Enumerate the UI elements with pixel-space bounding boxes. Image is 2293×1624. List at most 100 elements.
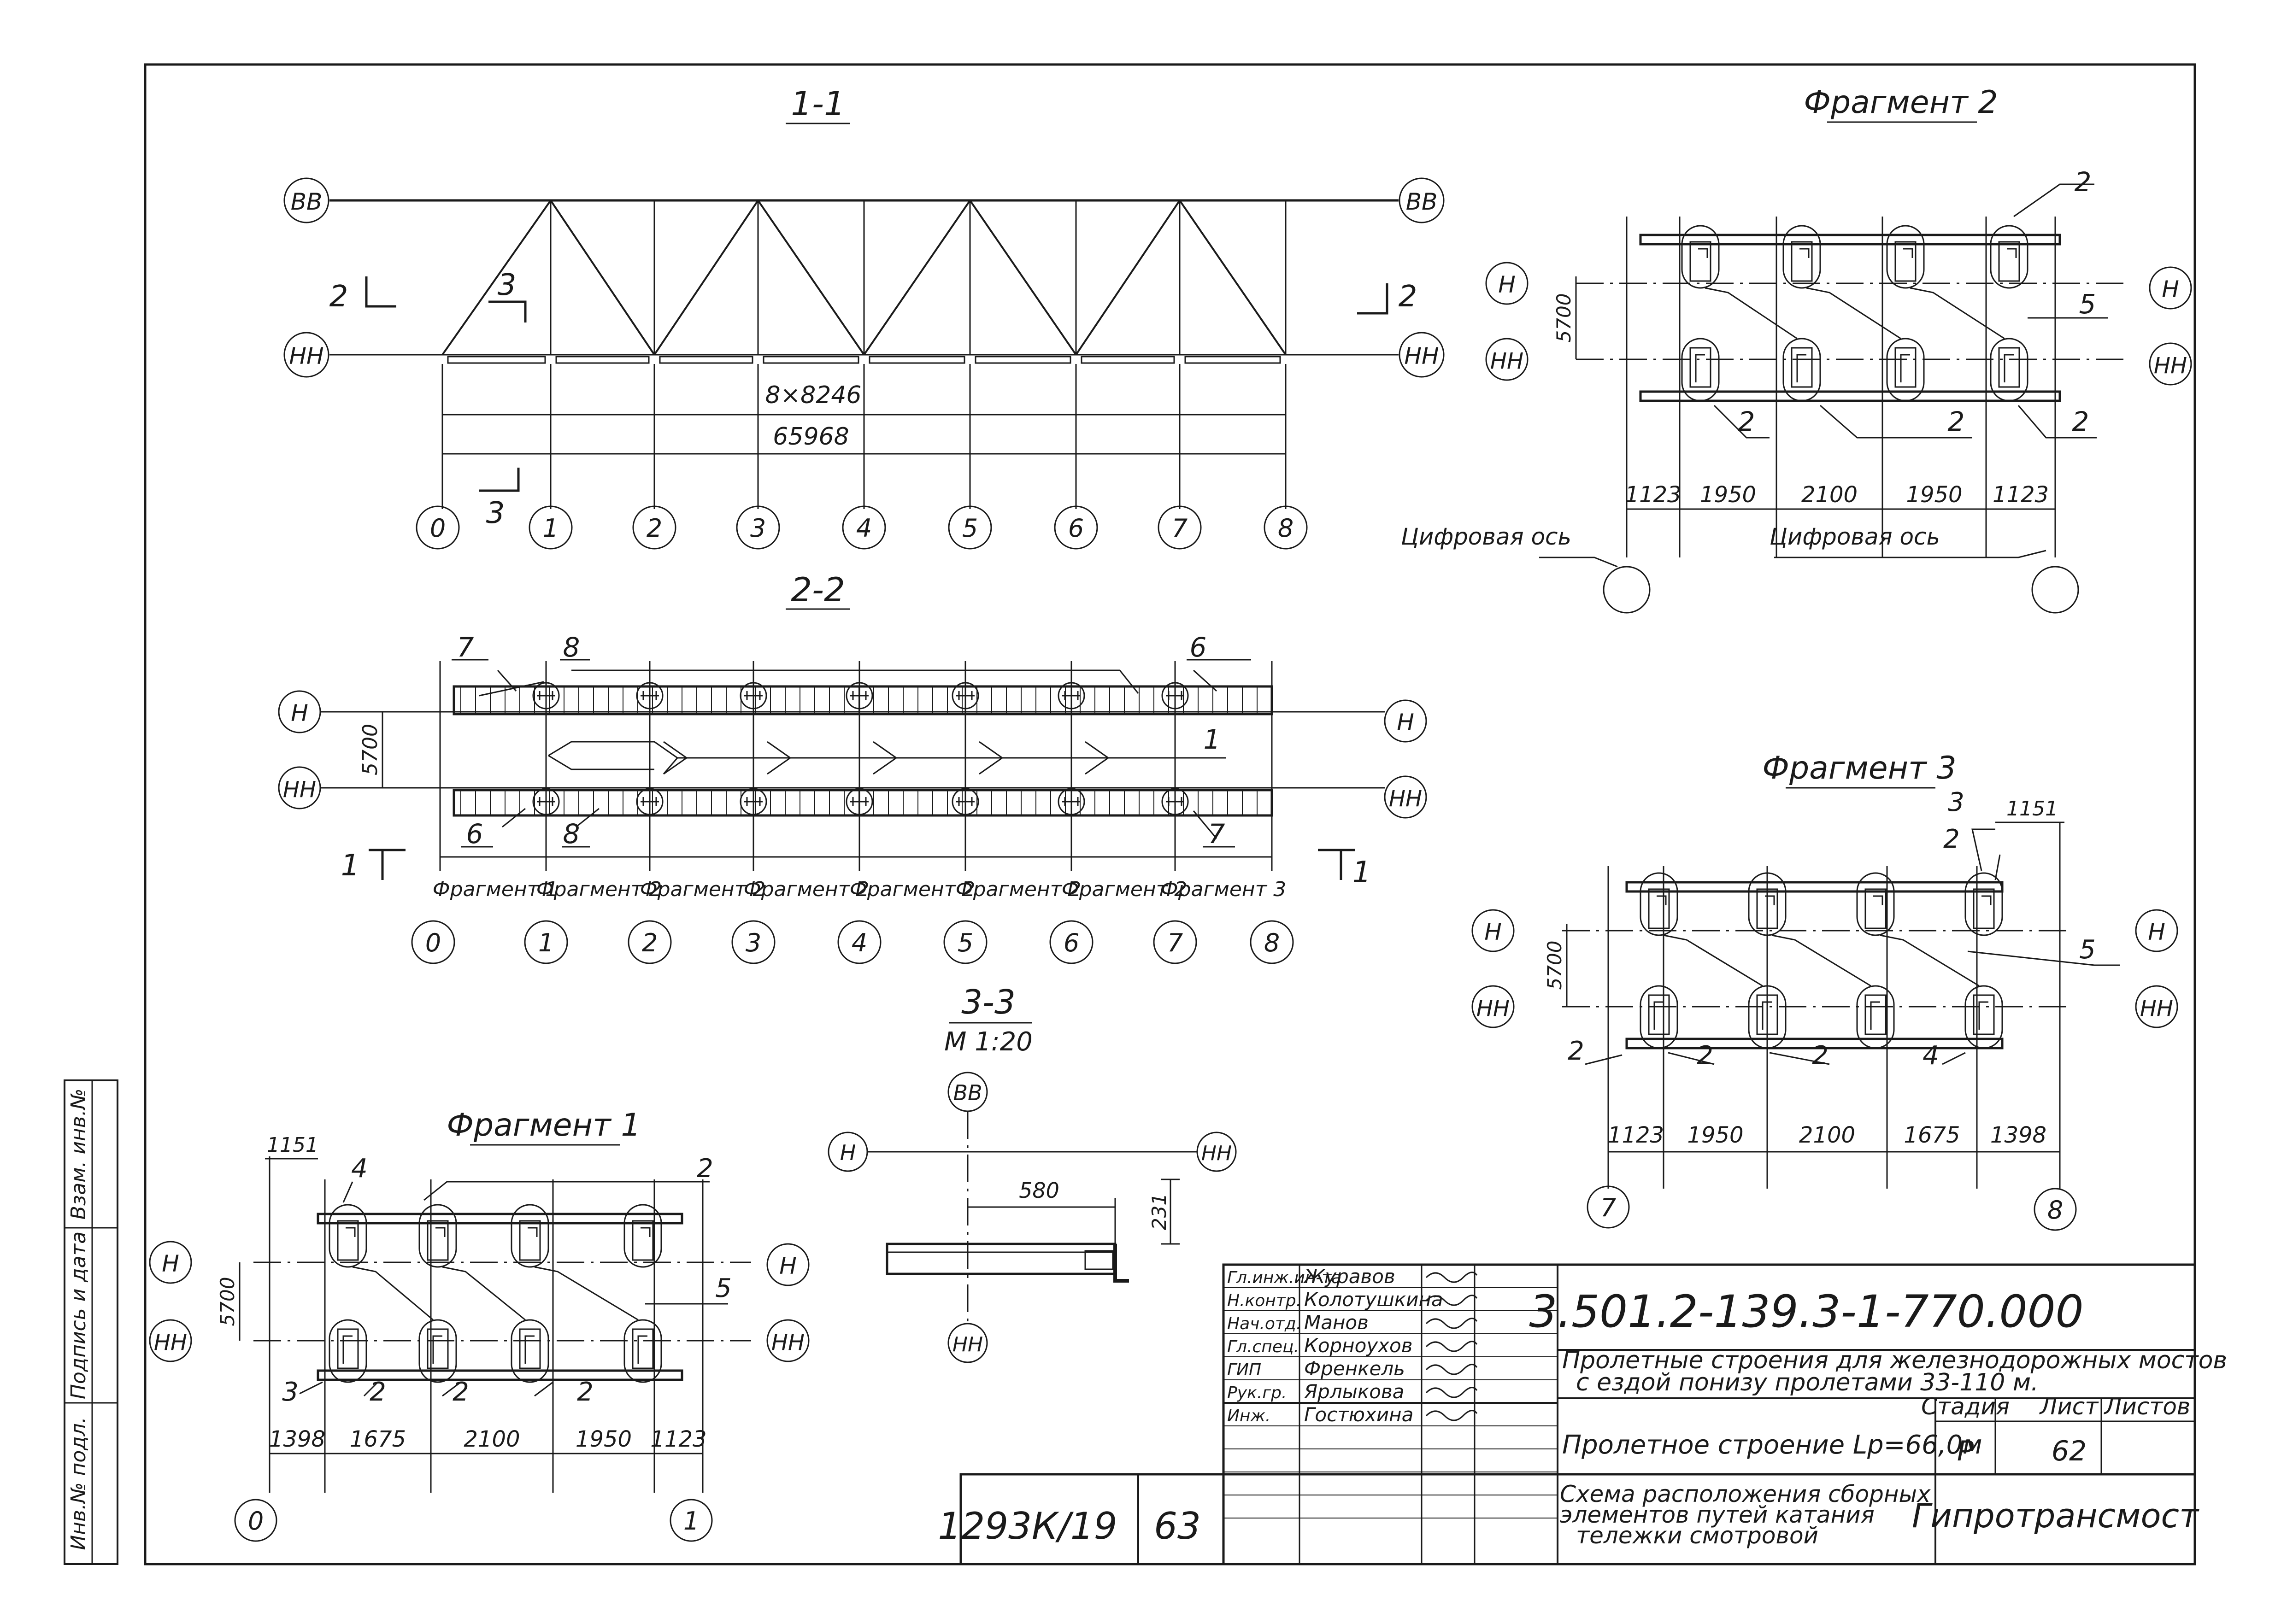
axis-label: НН (154, 1330, 187, 1355)
leader-line (442, 1266, 526, 1321)
leader-line (423, 1181, 710, 1201)
truss-diagonal (1075, 199, 1181, 356)
axis-label: НН (283, 777, 316, 803)
axis-label: Н (2162, 276, 2179, 303)
callout-number: 2 (2075, 166, 2092, 198)
node-label: 4 (856, 514, 872, 543)
callout-number: 8 (563, 632, 580, 663)
title-block-grid (959, 1263, 2196, 1565)
staff-role: ГИП (1227, 1360, 1261, 1379)
node-label: 1 (543, 514, 559, 543)
leader-line (1663, 934, 1763, 987)
clamp-capsule (1856, 985, 1895, 1049)
section-3-3: 3-3 М 1:20 ВВ Н НН НН 580 231 (828, 983, 1237, 1363)
dimension-5700: 5700 (1543, 941, 1566, 990)
clamp-capsule (623, 1204, 662, 1268)
node-bubble (943, 920, 988, 964)
node-bubble (524, 920, 568, 964)
axis-bubble (2149, 342, 2192, 386)
clamp-hook (1657, 895, 1667, 905)
clamp-hook (1873, 895, 1883, 905)
clamp-capsule (418, 1319, 457, 1383)
node-marker-empty (2031, 566, 2079, 614)
clamp-capsule (1886, 225, 1925, 289)
leader-line (576, 808, 600, 828)
side-stamp-label: Подпись и дата (67, 1231, 90, 1399)
rail-end-plate (1084, 1250, 1114, 1270)
support-angle (1113, 1244, 1129, 1283)
deck-panel (1184, 356, 1281, 364)
deck-panel (555, 356, 650, 364)
callout-number: 2 (370, 1377, 386, 1407)
dimension-value: 1675 (350, 1426, 406, 1452)
axis-label: НН (1490, 348, 1523, 374)
fragment-label: Фрагмент 1 (433, 878, 559, 901)
cut-arrow (488, 300, 527, 322)
leader-line (1771, 934, 1871, 987)
axis-bubble (149, 1319, 192, 1362)
axis-note: Цифровая ось (1401, 523, 1571, 550)
node-label: 2 (642, 928, 658, 957)
staff-signature (1425, 1364, 1478, 1375)
dimension-value: 1950 (576, 1426, 632, 1452)
dimension-value: 1675 (1904, 1122, 1960, 1148)
clamp-hook (1900, 354, 1910, 382)
leader-line (1880, 934, 1980, 987)
node-bubble (1250, 920, 1294, 964)
archive-number: 1293К/19 (938, 1505, 1117, 1548)
item-title: Пролетное строение Lp=66,0м (1562, 1430, 1982, 1460)
axis-bubble (1399, 332, 1445, 378)
axis-bubble (1384, 699, 1427, 743)
dimension-value: 2100 (1799, 1122, 1855, 1148)
truss-diagonals (441, 199, 1287, 356)
node-label: 7 (1600, 1193, 1616, 1222)
clamp-hook (1870, 1001, 1880, 1030)
staff-role: Н.контр. (1227, 1291, 1301, 1310)
dimension-5700: 5700 (1552, 293, 1575, 343)
axis-note: Цифровая ось (1770, 523, 1940, 550)
axis-label: НН (1201, 1142, 1232, 1165)
dimension-value: 1123 (1625, 482, 1681, 508)
axis-label: ВВ (1406, 188, 1438, 215)
leader-line (479, 681, 544, 697)
dimension-value: 1123 (650, 1426, 706, 1452)
clamp-plate (1791, 347, 1813, 388)
clamp-capsule (1886, 338, 1925, 402)
axis-bubble (1471, 985, 1515, 1028)
clamp-bubble (740, 788, 767, 815)
side-stamp-label: Инв.№ подл. (67, 1417, 90, 1550)
cut-mark-1: 1 (1352, 856, 1371, 890)
leader-line (1971, 828, 1995, 871)
clamp-bubble (1058, 682, 1085, 709)
dimension-5700: 5700 (359, 724, 382, 775)
clamp-bubble (846, 788, 873, 815)
axis-bubble (283, 177, 329, 223)
node-label: 6 (1068, 514, 1084, 543)
truss-diagonal (441, 199, 552, 356)
staff-role: Гл.спец. (1227, 1337, 1299, 1356)
axis-bubble (1485, 262, 1529, 305)
callout-number: 3 (282, 1377, 299, 1407)
page-number: 63 (1154, 1505, 1201, 1548)
fragment-3-title: Фрагмент 3 (1762, 750, 1956, 786)
leader-line (1820, 405, 1972, 439)
dim-line (1161, 1178, 1180, 1245)
axis-label: Н (1484, 919, 1502, 945)
section-2-2-title: 2-2 (791, 570, 845, 609)
dimension-5700: 5700 (216, 1277, 239, 1326)
fragment-1-title: Фрагмент 1 (447, 1107, 641, 1143)
fragment-1-plan (253, 1179, 751, 1493)
truss-diagonal (969, 199, 1077, 356)
staff-signature (1425, 1318, 1478, 1329)
staff-name: Корноухов (1304, 1334, 1413, 1357)
dimension-1151: 1151 (267, 1133, 318, 1157)
fragment-2-plan (1539, 183, 2129, 568)
section-3-3-scale: М 1:20 (944, 1027, 1033, 1057)
leader-line (1806, 287, 1901, 340)
leader-line (548, 741, 679, 774)
clamp-capsule (329, 1319, 367, 1383)
node-bubble (2034, 1188, 2077, 1231)
